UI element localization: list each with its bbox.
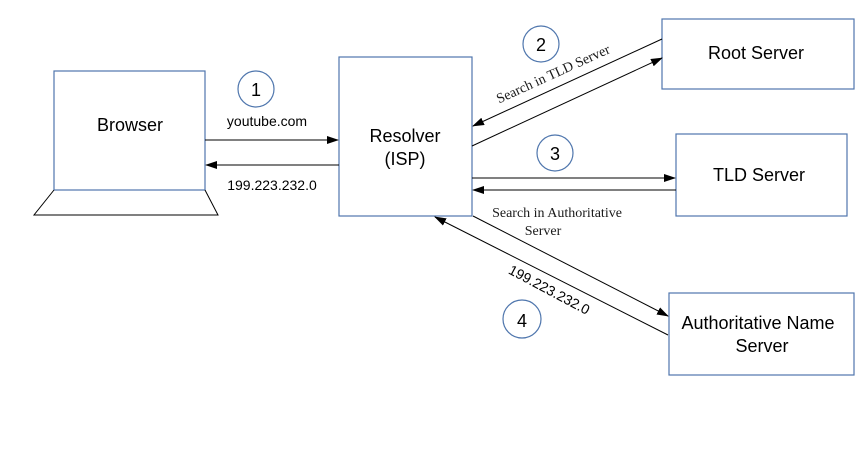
step-2: 2 Search in TLD Server bbox=[471, 25, 663, 147]
step-4-number: 4 bbox=[517, 311, 527, 331]
step-4-badge bbox=[502, 299, 542, 339]
authoritative-label-line1: Authoritative Name bbox=[681, 313, 834, 333]
arrow-resolver-to-root bbox=[471, 57, 663, 147]
step-1-badge bbox=[237, 70, 275, 108]
resolver-box bbox=[338, 56, 473, 217]
arrow-authoritative-to-resolver bbox=[434, 216, 669, 336]
step-1: 1 youtube.com 199.223.232.0 bbox=[205, 70, 339, 193]
step-3-label-line1: Search in Authoritative bbox=[492, 206, 622, 221]
authoritative-server-node: Authoritative Name Server bbox=[668, 292, 855, 376]
step-2-number: 2 bbox=[536, 35, 546, 55]
resolver-label-line2: (ISP) bbox=[384, 149, 425, 169]
tld-server-label: TLD Server bbox=[713, 165, 805, 185]
authoritative-server-box bbox=[668, 292, 855, 376]
browser-screen bbox=[53, 70, 206, 191]
laptop-base-icon bbox=[32, 189, 219, 216]
browser-label: Browser bbox=[97, 115, 163, 135]
resolver-node: Resolver (ISP) bbox=[338, 56, 473, 217]
step-3-label-line2: Server bbox=[525, 224, 562, 239]
step-3-number: 3 bbox=[550, 144, 560, 164]
root-server-box bbox=[661, 18, 855, 90]
arrow-root-to-resolver bbox=[472, 38, 663, 127]
tld-server-node: TLD Server bbox=[675, 133, 848, 217]
root-server-label: Root Server bbox=[708, 43, 804, 63]
root-server-node: Root Server bbox=[661, 18, 855, 90]
authoritative-label-line2: Server bbox=[735, 336, 788, 356]
step-3: 3 Search in Authoritative Server bbox=[472, 134, 676, 239]
arrow-resolver-to-authoritative bbox=[472, 215, 669, 317]
step-3-badge bbox=[536, 134, 574, 172]
tld-server-box bbox=[675, 133, 848, 217]
browser-node: Browser bbox=[32, 70, 219, 216]
step-1-response-label: 199.223.232.0 bbox=[227, 177, 317, 193]
step-1-request-label: youtube.com bbox=[227, 113, 307, 129]
step-1-number: 1 bbox=[251, 80, 261, 100]
resolver-label-line1: Resolver bbox=[369, 126, 440, 146]
step-2-badge bbox=[522, 25, 560, 63]
